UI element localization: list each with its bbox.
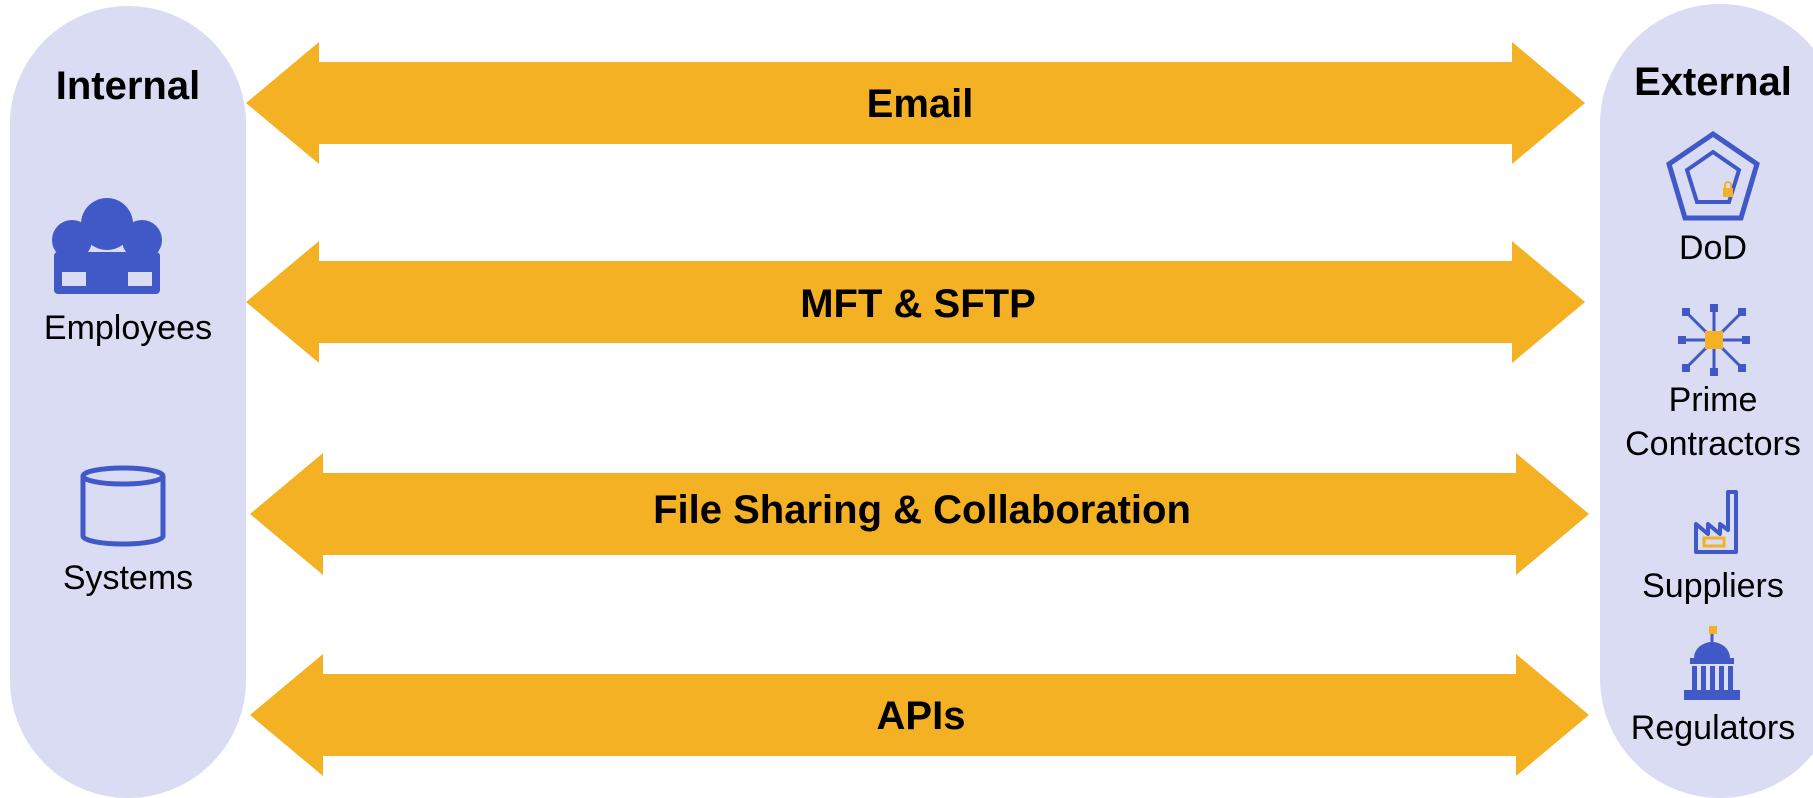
apis-arrow	[250, 654, 1589, 776]
suppliers-label: Suppliers	[1642, 567, 1784, 605]
prime-contractors-label: Prime Contractors	[1625, 381, 1801, 464]
government-building-icon	[1684, 626, 1740, 700]
file-sharing-label: File Sharing & Collaboration	[653, 488, 1191, 532]
external-title: External	[1634, 60, 1792, 104]
email-arrow	[246, 42, 1585, 164]
people-group-icon	[52, 198, 162, 294]
dod-label: DoD	[1678, 229, 1748, 267]
employees-label: Employees	[43, 309, 213, 347]
email-label: Email	[866, 82, 974, 126]
mft-sftp-label: MFT & SFTP	[800, 282, 1036, 326]
mft-sftp-arrow	[246, 241, 1585, 363]
database-cylinder-icon	[80, 465, 166, 547]
systems-label: Systems	[62, 559, 194, 597]
apis-label: APIs	[876, 694, 966, 738]
internal-panel	[10, 6, 246, 798]
factory-icon	[1694, 490, 1738, 554]
network-hub-icon	[1678, 304, 1750, 376]
internal-title: Internal	[55, 64, 201, 108]
regulators-label: Regulators	[1630, 709, 1796, 747]
file-sharing-arrow	[250, 453, 1589, 575]
pentagon-lock-icon	[1666, 130, 1760, 221]
